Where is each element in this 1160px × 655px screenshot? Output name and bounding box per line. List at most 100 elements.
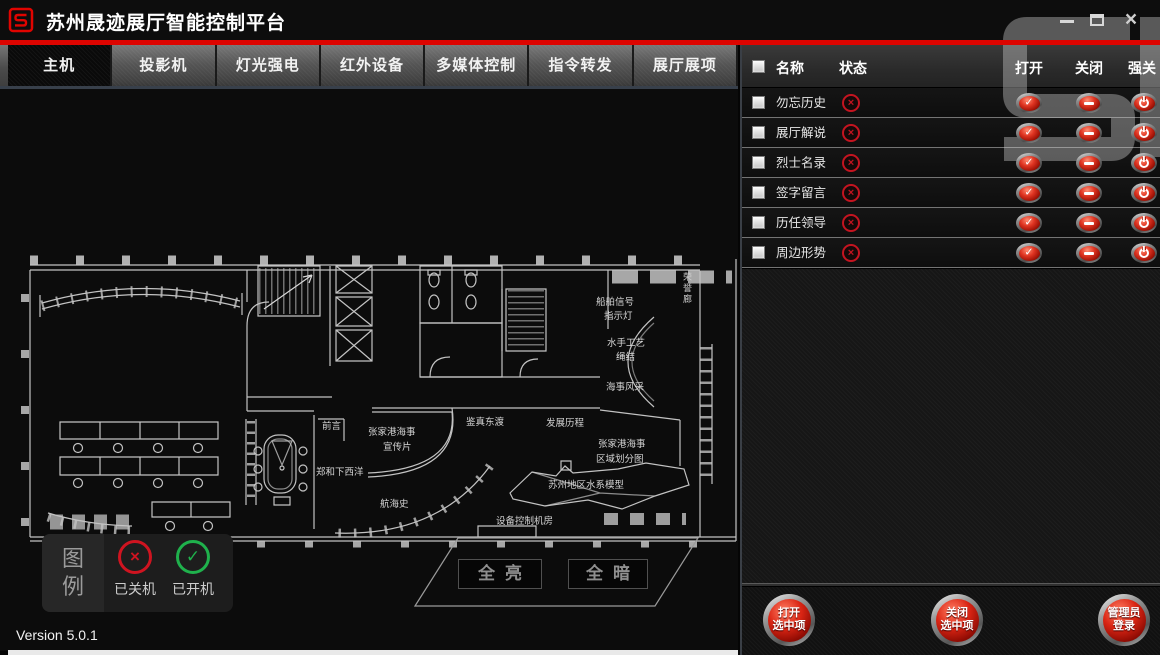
power-off-icon: × — [118, 540, 152, 574]
tab-multimedia[interactable]: 多媒体控制 — [425, 45, 528, 86]
close-button[interactable] — [1076, 153, 1102, 173]
legend-item-off: × 已关机 — [106, 540, 164, 599]
device-name: 周边形势 — [776, 246, 827, 260]
minimize-icon — [1060, 20, 1074, 23]
svg-text:郑和下西洋: 郑和下西洋 — [316, 466, 364, 478]
open-button[interactable]: ✓ — [1016, 93, 1042, 113]
open-selected-button[interactable]: 打开 选中项 — [763, 594, 815, 646]
table-row: 周边形势 × ✓ — [742, 238, 1160, 268]
check-icon: ✓ — [1024, 216, 1034, 228]
status-off-icon: × — [842, 244, 860, 262]
close-button[interactable] — [1076, 243, 1102, 263]
open-button[interactable]: ✓ — [1016, 153, 1042, 173]
legend-panel: 图 例 × 已关机 ✓ 已开机 — [42, 534, 233, 612]
force-close-button[interactable] — [1131, 213, 1157, 233]
force-close-button[interactable] — [1131, 183, 1157, 203]
device-name: 签字留言 — [776, 186, 827, 200]
maximize-icon — [1090, 14, 1104, 26]
close-button[interactable] — [1076, 93, 1102, 113]
tab-projector[interactable]: 投影机 — [112, 45, 215, 86]
svg-text:设备控制机房: 设备控制机房 — [496, 515, 553, 527]
check-icon: ✓ — [1024, 126, 1034, 138]
svg-text:苏州地区水系模型: 苏州地区水系模型 — [548, 479, 625, 491]
device-panel: 名称 状态 打开 关闭 强关 勿忘历史 × ✓ 展厅解说 × ✓ — [740, 45, 1160, 655]
svg-text:发展历程: 发展历程 — [546, 417, 585, 429]
close-button[interactable] — [1076, 183, 1102, 203]
admin-login-button[interactable]: 管理员 登录 — [1098, 594, 1150, 646]
column-header-status: 状态 — [839, 60, 867, 76]
svg-text:宣传片: 宣传片 — [383, 441, 412, 453]
all-dark-button[interactable]: 全暗 — [568, 559, 648, 589]
row-checkbox[interactable] — [752, 126, 765, 139]
close-selected-button[interactable]: 关闭 选中项 — [931, 594, 983, 646]
column-header-open: 打开 — [1015, 60, 1043, 76]
row-checkbox[interactable] — [752, 216, 765, 229]
status-off-icon: × — [842, 214, 860, 232]
force-close-button[interactable] — [1131, 243, 1157, 263]
svg-text:船舶信号: 船舶信号 — [596, 296, 634, 308]
status-off-icon: × — [842, 124, 860, 142]
svg-text:海事风采: 海事风采 — [606, 381, 645, 393]
table-row: 勿忘历史 × ✓ — [742, 88, 1160, 118]
accent-divider — [0, 40, 1160, 45]
row-checkbox[interactable] — [752, 246, 765, 259]
minus-icon — [1084, 251, 1094, 255]
force-close-button[interactable] — [1131, 93, 1157, 113]
all-bright-button[interactable]: 全亮 — [458, 559, 542, 589]
device-table-header: 名称 状态 打开 关闭 强关 — [742, 45, 1160, 88]
column-header-name: 名称 — [776, 60, 804, 76]
svg-text:区域划分图: 区域划分图 — [596, 453, 644, 465]
panel-footer: 打开 选中项 关闭 选中项 管理员 登录 — [742, 587, 1160, 655]
version-label: Version 5.0.1 — [16, 627, 98, 643]
close-button[interactable] — [1076, 123, 1102, 143]
svg-text:绳结: 绳结 — [616, 351, 635, 363]
close-button[interactable]: × — [1124, 8, 1138, 31]
status-off-icon: × — [842, 94, 860, 112]
check-icon: ✓ — [1024, 246, 1034, 258]
open-button[interactable]: ✓ — [1016, 123, 1042, 143]
scene-parallelogram — [413, 537, 700, 607]
check-icon: ✓ — [1024, 156, 1034, 168]
status-off-icon: × — [842, 184, 860, 202]
row-checkbox[interactable] — [752, 96, 765, 109]
power-icon — [1139, 188, 1149, 198]
tab-main-host[interactable]: 主机 — [8, 45, 111, 86]
open-button[interactable]: ✓ — [1016, 243, 1042, 263]
select-all-checkbox[interactable] — [752, 60, 765, 73]
table-row: 烈士名录 × ✓ — [742, 148, 1160, 178]
column-header-force-close: 强关 — [1128, 60, 1156, 76]
row-checkbox[interactable] — [752, 186, 765, 199]
svg-text:前言: 前言 — [322, 420, 342, 432]
svg-text:指示灯: 指示灯 — [604, 310, 633, 322]
check-icon: ✓ — [1024, 96, 1034, 108]
device-name: 烈士名录 — [776, 156, 827, 170]
power-icon — [1139, 248, 1149, 258]
minus-icon — [1084, 221, 1094, 225]
close-button[interactable] — [1076, 213, 1102, 233]
svg-text:鉴真东渡: 鉴真东渡 — [466, 416, 505, 428]
tab-exhibit-items[interactable]: 展厅展项 — [633, 45, 737, 86]
force-close-button[interactable] — [1131, 153, 1157, 173]
maximize-button[interactable] — [1086, 10, 1108, 32]
tab-lighting-power[interactable]: 灯光强电 — [216, 45, 320, 86]
tab-command-forward[interactable]: 指令转发 — [529, 45, 632, 86]
device-name: 历任领导 — [776, 216, 827, 230]
svg-text:水手工艺: 水手工艺 — [607, 337, 645, 349]
column-header-close: 关闭 — [1075, 60, 1103, 76]
floorplan-vertical-label: 荣誉廊 — [682, 272, 692, 305]
open-button[interactable]: ✓ — [1016, 213, 1042, 233]
device-name: 展厅解说 — [776, 126, 827, 140]
open-button[interactable]: ✓ — [1016, 183, 1042, 203]
minus-icon — [1084, 191, 1094, 195]
legend-item-on: ✓ 已开机 — [164, 540, 222, 599]
tab-ir-devices[interactable]: 红外设备 — [320, 45, 424, 86]
force-close-button[interactable] — [1131, 123, 1157, 143]
check-icon: ✓ — [1024, 186, 1034, 198]
panel-divider — [742, 583, 1160, 587]
status-off-icon: × — [842, 154, 860, 172]
power-on-icon: ✓ — [176, 540, 210, 574]
row-checkbox[interactable] — [752, 156, 765, 169]
minimize-button[interactable] — [1056, 10, 1078, 32]
window-bottom-edge — [8, 650, 738, 655]
